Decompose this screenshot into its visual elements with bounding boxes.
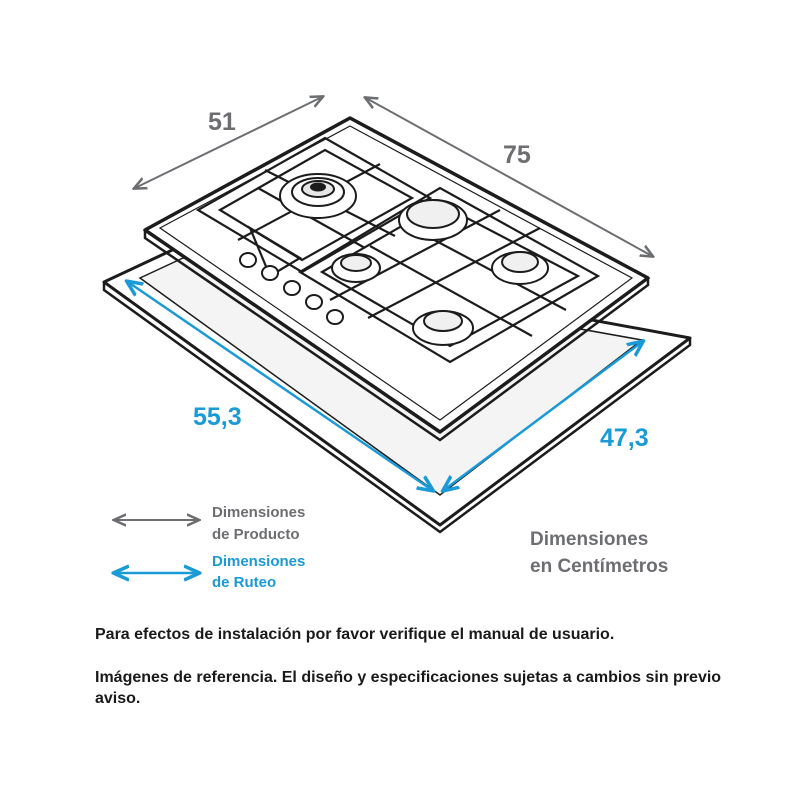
legend-cutout-line1: Dimensiones [212,553,305,570]
cutout-depth-label: 47,3 [600,424,649,452]
burner-medium-right [491,251,549,285]
reference-disclaimer: Imágenes de referencia. El diseño y espe… [95,669,722,707]
product-width-label: 75 [503,141,531,169]
product-depth-label: 51 [208,108,236,136]
legend-product-line2: de Producto [212,526,300,543]
units-label: Dimensiones en Centímetros [530,526,668,580]
cutout-width-label: 55,3 [193,403,242,431]
units-label-line1: Dimensiones [530,529,649,550]
product-width-arrow [366,98,652,256]
product-depth-arrow [135,97,322,188]
burner-large [398,199,468,241]
cutout-depth-arrow [444,342,642,490]
legend: Dimensiones de Producto Dimensiones de R… [115,504,305,591]
burner-small [331,253,381,283]
units-label-line2: en Centímetros [530,556,669,577]
legend-cutout-line2: de Ruteo [212,574,276,591]
installation-note: Para efectos de instalación por favor ve… [95,626,615,643]
burner-medium-front [412,310,474,346]
cutout-width-arrow [128,282,432,490]
legend-product-line1: Dimensiones [212,504,305,521]
burner-wok [279,173,357,219]
